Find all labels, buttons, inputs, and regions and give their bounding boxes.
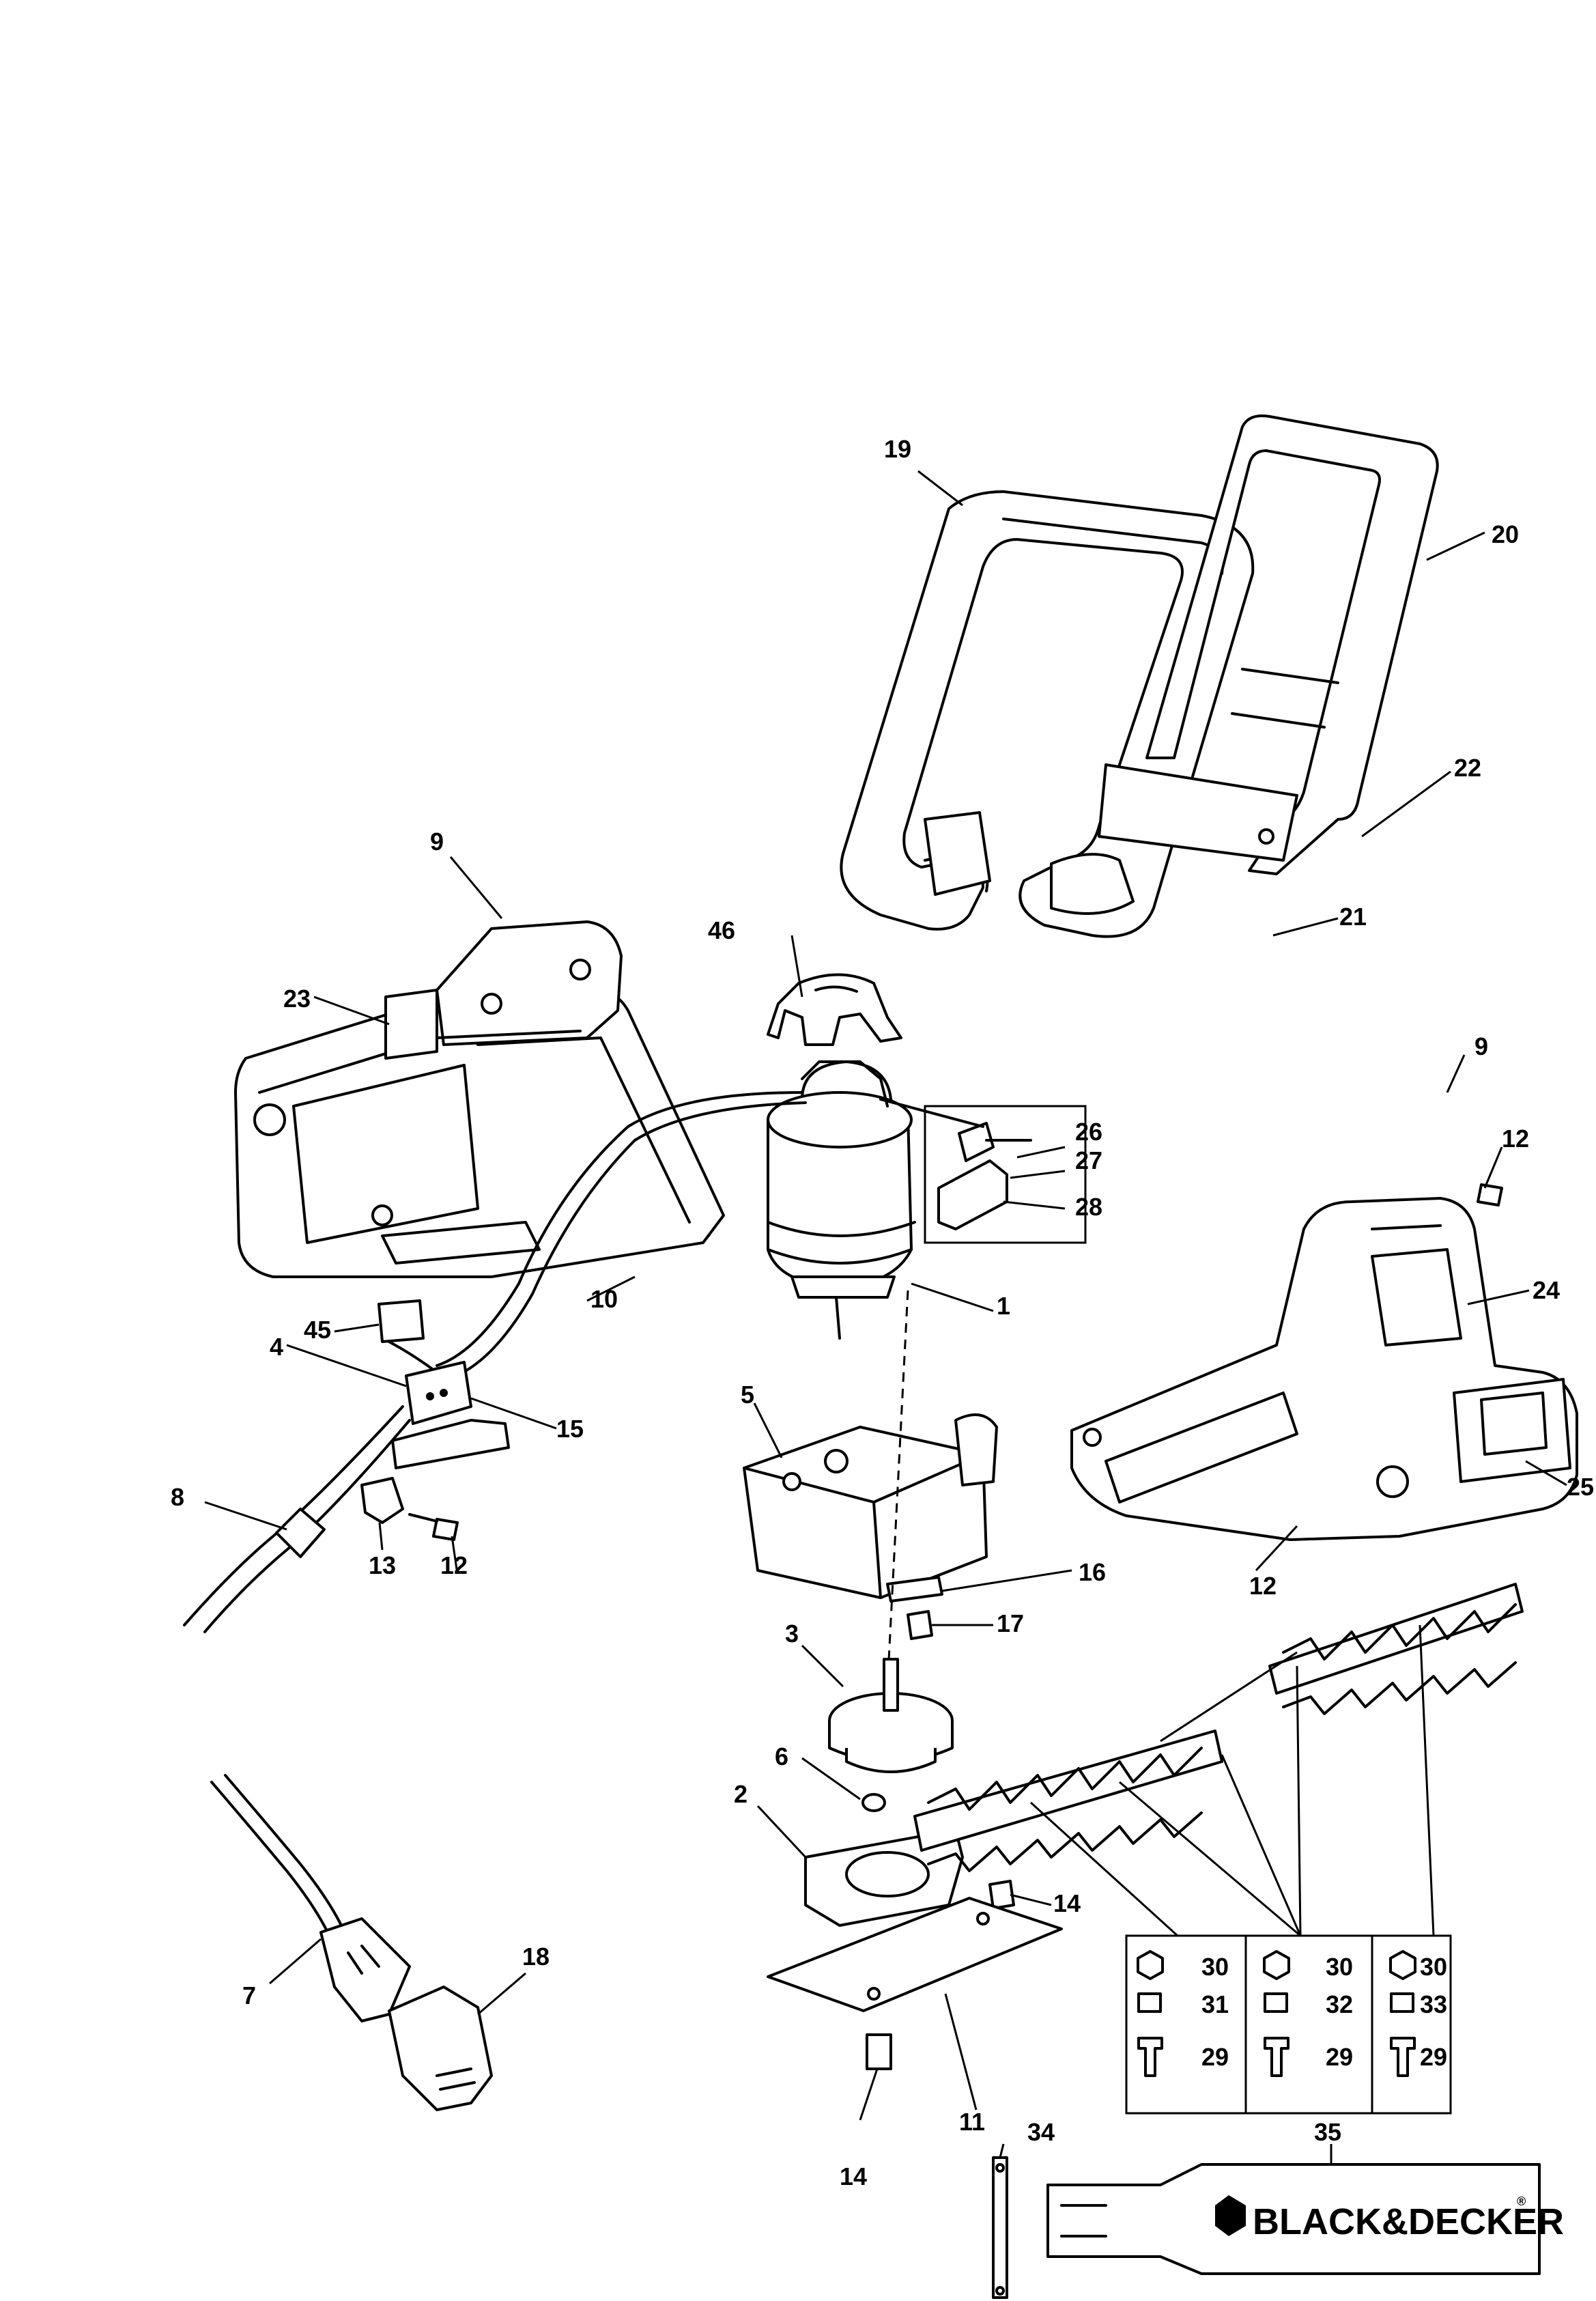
part-label: 2 (734, 1780, 747, 1808)
part-label: 35 (1314, 2118, 1341, 2146)
part-label: 14 (840, 2162, 867, 2190)
felt-pad-part-16 (886, 1576, 943, 1603)
bolt-icon (1264, 2037, 1289, 2077)
part-label: 34 (1027, 2118, 1055, 2146)
leader-lines (204, 470, 1567, 2164)
plug-part-7 (210, 1774, 411, 2022)
kit-label: 33 (1420, 1990, 1447, 2018)
bolt-icon (1137, 2037, 1163, 2077)
wires-part-10 (381, 1091, 984, 1381)
registered-mark: ® (1517, 2194, 1526, 2208)
part-label: 15 (556, 1415, 584, 1443)
part-label: 10 (590, 1285, 618, 1313)
screw-part-14a (988, 1880, 1015, 1910)
spacer-icon (1264, 1992, 1288, 2013)
nut-icon (1137, 1950, 1164, 1980)
part-label: 22 (1454, 754, 1481, 782)
hardware-kit-table: 30 31 29 30 32 29 30 33 29 (1125, 1934, 1452, 2115)
blade-assembly (913, 1583, 1524, 1872)
part-label: 45 (304, 1316, 331, 1344)
kit-label: 29 (1326, 2043, 1353, 2071)
part-label: 20 (1492, 520, 1519, 548)
housing-left-part-9 (234, 920, 725, 1278)
kit-label: 32 (1326, 1990, 1353, 2018)
screw-part-17 (907, 1610, 933, 1640)
bolt-icon (1390, 2037, 1416, 2077)
blade-sheath-part-35: BLACK&DECKER ® (1046, 2163, 1564, 2275)
screw-part-12a (408, 1513, 459, 1541)
part-label: 8 (171, 1483, 184, 1511)
assembly-axis (886, 1290, 909, 1687)
part-label: 46 (708, 916, 735, 944)
socket-part-18 (388, 1986, 493, 2111)
brush-assembly-box (924, 1105, 1087, 1244)
part-label: 7 (242, 1981, 256, 2009)
switch-part-4 (391, 1361, 510, 1469)
part-label: 17 (997, 1609, 1024, 1637)
part-label: 11 (959, 2108, 985, 2136)
kit-label: 30 (1201, 1953, 1229, 1981)
power-cord-part-8 (183, 1405, 411, 1633)
part-label: 5 (741, 1381, 754, 1409)
kit-label: 31 (1201, 1990, 1229, 2018)
screw-part-12b (1477, 1183, 1503, 1206)
part-label: 24 (1533, 1276, 1560, 1304)
kit-label: 30 (1326, 1953, 1353, 1981)
blade-plate-part-2 (804, 1829, 964, 1927)
bottom-plate-part-11 (767, 1897, 1063, 2012)
front-handle-part-19 (840, 490, 1255, 938)
cord-clamp-part-13 (360, 1477, 404, 1524)
housing-right-part-9 (1070, 1197, 1578, 1541)
part-label: 12 (1249, 1572, 1277, 1600)
part-label: 14 (1053, 1889, 1081, 1917)
part-label: 12 (440, 1551, 468, 1579)
part-label: 28 (1075, 1193, 1102, 1221)
nut-icon (1263, 1950, 1290, 1980)
spacer-icon (1390, 1992, 1414, 2013)
part-label: 23 (283, 985, 311, 1013)
part-label: 19 (884, 435, 911, 463)
screw-part-14b (866, 2033, 892, 2070)
nut-icon (1389, 1950, 1416, 1980)
part-number-labels: 19 20 22 21 46 9 23 9 12 26 27 28 10 1 2… (171, 435, 1594, 2190)
part-label: 9 (430, 828, 444, 856)
kit-label: 30 (1420, 1953, 1447, 1981)
logo-hexagon-icon (1215, 2195, 1246, 2236)
motor-part-1 (767, 1060, 916, 1340)
brand-logo: BLACK&DECKER (1253, 2201, 1564, 2242)
part-label: 9 (1474, 1032, 1488, 1060)
spacer-icon (1137, 1992, 1162, 2013)
part-label: 26 (1075, 1118, 1102, 1146)
part-label: 16 (1079, 1558, 1106, 1586)
rod-part-34 (992, 2156, 1008, 2299)
brush-cap-part-46 (767, 973, 902, 1046)
part-label: 3 (785, 1620, 799, 1648)
washer-part-6 (861, 1793, 886, 1812)
part-label: 21 (1339, 903, 1367, 931)
part-label: 18 (522, 1943, 550, 1971)
guard-frame-part-20 (1098, 414, 1439, 875)
part-label: 13 (369, 1551, 396, 1579)
part-label: 1 (997, 1292, 1010, 1320)
part-label: 6 (775, 1742, 788, 1770)
kit-label: 29 (1420, 2043, 1447, 2071)
gear-part-3 (828, 1658, 954, 1773)
part-label: 27 (1075, 1146, 1102, 1174)
part-label: 4 (270, 1333, 283, 1361)
connector-part-45 (377, 1299, 425, 1343)
label-plate-part-23 (384, 989, 438, 1060)
kit-label: 29 (1201, 2043, 1229, 2071)
gear-housing-part-5 (743, 1413, 998, 1599)
part-label: 12 (1502, 1125, 1529, 1153)
part-label: 25 (1567, 1473, 1594, 1501)
